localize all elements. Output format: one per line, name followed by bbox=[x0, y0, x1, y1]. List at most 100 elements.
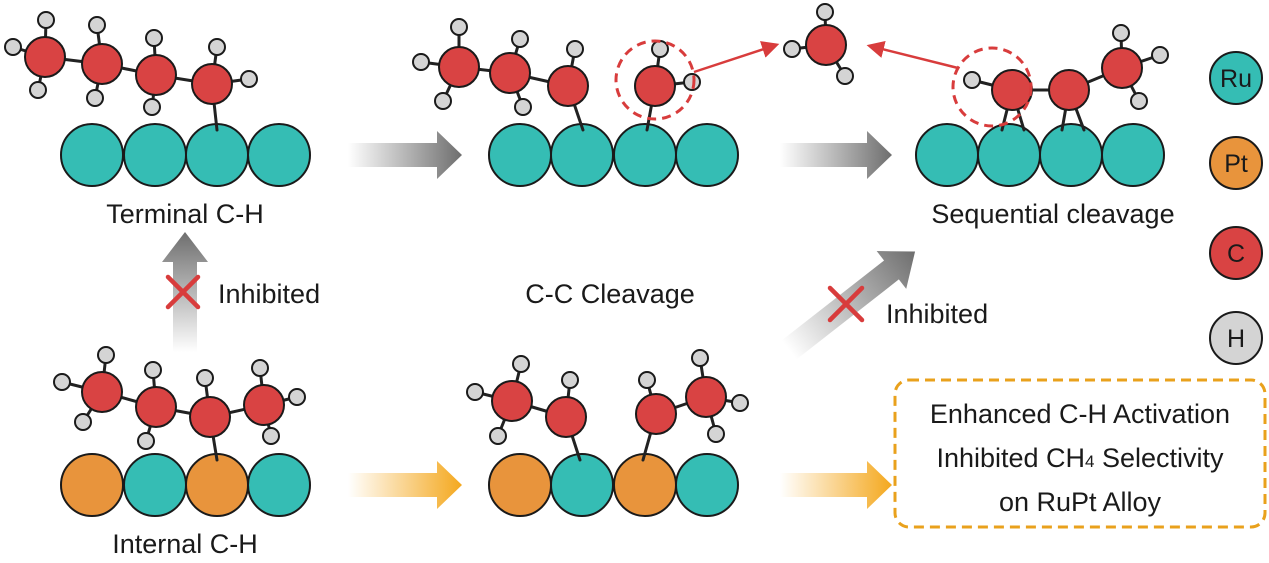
legend-h: H bbox=[1209, 311, 1263, 365]
atom-legend: Ru Pt C H bbox=[1209, 51, 1263, 365]
legend-c-swatch bbox=[1209, 226, 1263, 280]
h-atom bbox=[783, 40, 801, 58]
c-atom bbox=[805, 24, 847, 66]
h-atom bbox=[412, 53, 430, 71]
adsorbed-butyl bbox=[53, 346, 306, 462]
ru-atom bbox=[675, 123, 739, 187]
h-atom bbox=[86, 89, 104, 107]
ru-surface bbox=[915, 123, 1165, 187]
h-atom bbox=[816, 3, 834, 21]
inhibited-cross-icon bbox=[165, 274, 201, 310]
legend-pt-label: Pt bbox=[1224, 150, 1248, 178]
legend-h-label: H bbox=[1227, 325, 1245, 353]
h-atom bbox=[144, 361, 162, 379]
h-atom bbox=[1151, 46, 1169, 64]
cc-cleavage-panel bbox=[412, 18, 780, 187]
c-atom bbox=[438, 46, 480, 88]
h-atom bbox=[137, 432, 155, 450]
gray-arrow-right bbox=[780, 131, 892, 179]
ru-surface bbox=[60, 123, 311, 187]
c-atom bbox=[489, 52, 531, 94]
ru-atom bbox=[185, 123, 249, 187]
summary-box: Enhanced C-H Activation Inhibited CH4 Se… bbox=[893, 378, 1267, 529]
summary-line-2-prefix: Inhibited CH bbox=[936, 443, 1085, 473]
ru-atom bbox=[247, 453, 311, 517]
legend-ru-label: Ru bbox=[1220, 65, 1252, 93]
cleavage-highlight-circle bbox=[614, 39, 696, 121]
orange-arrow-right bbox=[780, 461, 892, 509]
h-atom bbox=[731, 394, 749, 412]
h-atom bbox=[707, 425, 725, 443]
gray-arrow-right bbox=[348, 131, 462, 179]
h-atom bbox=[434, 92, 452, 110]
inhibited-diagonal-label: Inhibited bbox=[886, 299, 988, 329]
terminal-ch-label: Terminal C-H bbox=[106, 199, 264, 229]
h-atom bbox=[196, 369, 214, 387]
c-atom bbox=[1101, 47, 1143, 89]
sequential-cleavage-label: Sequential cleavage bbox=[931, 199, 1174, 229]
orange-arrow-right bbox=[348, 461, 462, 509]
adsorbed-fragments bbox=[466, 349, 749, 462]
c-atom bbox=[24, 36, 66, 78]
ru-atom bbox=[550, 123, 614, 187]
h-atom bbox=[651, 40, 669, 58]
h-atom bbox=[145, 29, 163, 47]
sequential-cleavage-panel: Sequential cleavage bbox=[866, 24, 1175, 229]
c-atom bbox=[189, 396, 231, 438]
pt-atom bbox=[613, 453, 677, 517]
ru-atom bbox=[1039, 123, 1103, 187]
h-atom bbox=[466, 383, 484, 401]
terminal-ch-panel: Terminal C-H bbox=[4, 11, 311, 229]
ru-surface bbox=[488, 123, 739, 187]
h-atom bbox=[514, 98, 532, 116]
pt-atom bbox=[185, 453, 249, 517]
h-atom bbox=[683, 73, 701, 91]
c-atom bbox=[1048, 69, 1090, 111]
c-atom bbox=[634, 65, 676, 107]
cc-cleavage-label: C-C Cleavage bbox=[525, 279, 695, 309]
h-atom bbox=[288, 388, 306, 406]
c-atom bbox=[135, 386, 177, 428]
rupt-surface bbox=[488, 453, 739, 517]
h-atom bbox=[638, 371, 656, 389]
c-atom bbox=[545, 396, 587, 438]
ru-atom bbox=[977, 123, 1041, 187]
h-atom bbox=[37, 11, 55, 29]
legend-h-swatch bbox=[1209, 311, 1263, 365]
c-atom bbox=[191, 63, 233, 105]
h-atom bbox=[963, 71, 981, 89]
adsorbed-fragments bbox=[963, 24, 1169, 132]
inhibited-cross-icon bbox=[827, 285, 865, 323]
release-arrow bbox=[693, 41, 780, 74]
c-atom bbox=[635, 393, 677, 435]
ru-atom bbox=[60, 123, 124, 187]
internal-ch-panel: Internal C-H bbox=[53, 346, 311, 559]
legend-c-label: C bbox=[1227, 240, 1245, 268]
ru-atom bbox=[675, 453, 739, 517]
ru-atom bbox=[123, 123, 187, 187]
rupt-cleavage-panel bbox=[466, 349, 749, 517]
summary-line-3: on RuPt Alloy bbox=[999, 487, 1162, 517]
c-atom bbox=[243, 384, 285, 426]
legend-c: C bbox=[1209, 226, 1263, 280]
released-methyl bbox=[783, 3, 854, 85]
c-atom bbox=[685, 376, 727, 418]
ru-atom bbox=[247, 123, 311, 187]
adsorbed-fragments bbox=[412, 18, 701, 132]
h-atom bbox=[512, 355, 530, 373]
h-atom bbox=[251, 359, 269, 377]
pt-atom bbox=[488, 453, 552, 517]
ru-atom bbox=[488, 123, 552, 187]
summary-line-1: Enhanced C-H Activation bbox=[930, 399, 1230, 429]
rupt-surface bbox=[60, 453, 311, 517]
h-atom bbox=[511, 30, 529, 48]
h-atom bbox=[450, 18, 468, 36]
summary-line-2: Inhibited CH4 Selectivity bbox=[936, 443, 1224, 473]
h-atom bbox=[240, 70, 258, 88]
summary-line-2-suffix: Selectivity bbox=[1095, 443, 1225, 473]
legend-pt: Pt bbox=[1209, 136, 1263, 190]
h-atom bbox=[4, 38, 22, 56]
ru-atom bbox=[123, 453, 187, 517]
h-atom bbox=[29, 81, 47, 99]
